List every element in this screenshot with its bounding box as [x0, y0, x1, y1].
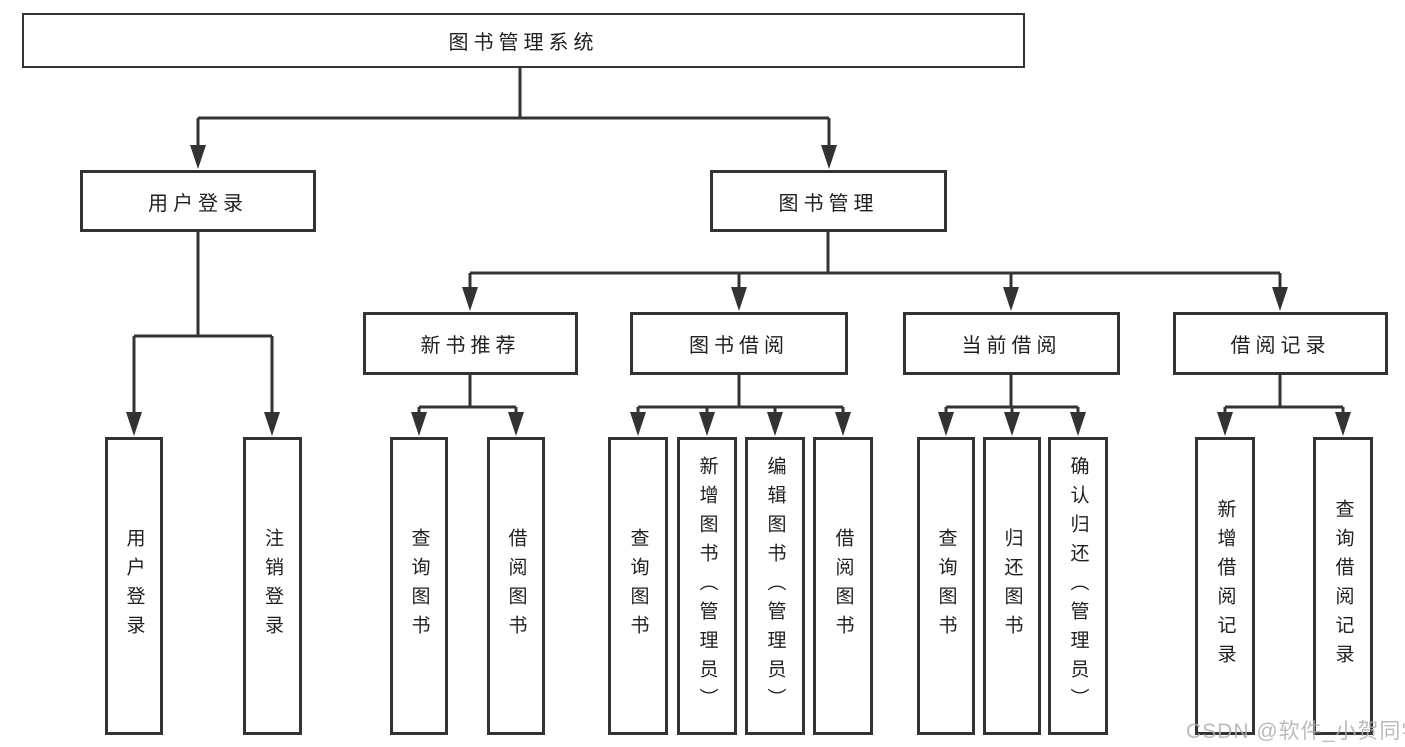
leaf-current-return-books-label: 归还图书 [1001, 528, 1023, 644]
arrow-down-icon [462, 287, 478, 311]
arrow-down-icon [1217, 412, 1233, 436]
leaf-user-login: 用户登录 [105, 437, 163, 735]
node-current-borrowing: 当前借阅 [903, 312, 1120, 375]
leaf-newbook-query-books-label: 查询图书 [408, 528, 430, 644]
connector-records-to-leaves [1223, 375, 1345, 414]
node-borrowing-records: 借阅记录 [1173, 312, 1388, 375]
node-user-login-branch-label: 用户登录 [148, 192, 248, 215]
leaf-borrow-add-books-admin: 新增图书（管理员） [677, 437, 737, 735]
leaf-current-query-books: 查询图书 [917, 437, 975, 735]
leaf-newbook-borrow-books: 借阅图书 [487, 437, 545, 735]
leaf-records-add-record: 新增借阅记录 [1195, 437, 1255, 735]
arrow-down-icon [767, 412, 783, 436]
node-current-borrowing-label: 当前借阅 [961, 335, 1062, 357]
arrow-down-icon [1070, 412, 1086, 436]
leaf-current-confirm-return-admin: 确认归还（管理员） [1048, 437, 1108, 735]
leaf-logout-label: 注销登录 [262, 528, 283, 644]
node-book-management-label: 图书管理 [778, 192, 879, 215]
leaf-borrow-borrow-books-label: 借阅图书 [832, 528, 854, 644]
connector-newbook-to-leaves [417, 375, 518, 414]
arrow-down-icon [1004, 412, 1020, 436]
leaf-records-query-record: 查询借阅记录 [1313, 437, 1373, 735]
arrow-down-icon [411, 412, 427, 436]
leaf-current-return-books: 归还图书 [983, 437, 1041, 735]
arrow-down-icon [835, 412, 851, 436]
arrow-down-icon [630, 412, 646, 436]
leaf-records-add-record-label: 新增借阅记录 [1214, 499, 1236, 673]
leaf-newbook-borrow-books-label: 借阅图书 [505, 528, 527, 644]
node-borrowing-records-label: 借阅记录 [1230, 335, 1331, 357]
node-book-borrowing-label: 图书借阅 [689, 335, 789, 357]
arrow-down-icon [126, 412, 142, 436]
leaf-current-confirm-return-admin-label: 确认归还（管理员） [1067, 455, 1089, 717]
connector-root-to-level2 [196, 66, 831, 147]
node-user-login-branch: 用户登录 [80, 170, 316, 232]
arrow-down-icon [264, 412, 280, 436]
arrow-down-icon [938, 412, 954, 436]
node-root: 图书管理系统 [22, 13, 1025, 68]
leaf-user-login-label: 用户登录 [123, 528, 145, 644]
arrow-down-icon [821, 145, 837, 169]
node-book-borrowing: 图书借阅 [630, 312, 848, 375]
leaf-borrow-add-books-admin-label: 新增图书（管理员） [696, 455, 718, 717]
leaf-current-query-books-label: 查询图书 [935, 528, 957, 644]
node-new-book-recommend-label: 新书推荐 [420, 335, 521, 357]
leaf-borrow-edit-books-admin: 编辑图书（管理员） [745, 437, 805, 735]
leaf-borrow-query-books-label: 查询图书 [627, 528, 649, 644]
connector-userlogin-to-leaves [132, 232, 274, 414]
leaf-borrow-query-books: 查询图书 [608, 437, 668, 735]
node-root-label: 图书管理系统 [448, 32, 599, 54]
leaf-newbook-query-books: 查询图书 [390, 437, 448, 735]
arrow-down-icon [190, 145, 206, 169]
leaf-borrow-edit-books-admin-label: 编辑图书（管理员） [764, 455, 786, 717]
connector-borrow-to-leaves [636, 375, 845, 414]
arrow-down-icon [508, 412, 524, 436]
arrow-down-icon [1335, 412, 1351, 436]
node-new-book-recommend: 新书推荐 [363, 312, 578, 375]
arrow-down-icon [1003, 287, 1019, 311]
leaf-borrow-borrow-books: 借阅图书 [813, 437, 873, 735]
connector-bookmgmt-to-level3 [468, 232, 1282, 288]
arrow-down-icon [699, 412, 715, 436]
arrow-down-icon [1272, 287, 1288, 311]
watermark: CSDN @软件_小贺同学 [1186, 720, 1405, 743]
node-book-management: 图书管理 [710, 170, 947, 232]
leaf-logout: 注销登录 [243, 437, 302, 735]
arrow-down-icon [731, 287, 747, 311]
connector-current-to-leaves [944, 375, 1080, 414]
leaf-records-query-record-label: 查询借阅记录 [1332, 499, 1354, 673]
